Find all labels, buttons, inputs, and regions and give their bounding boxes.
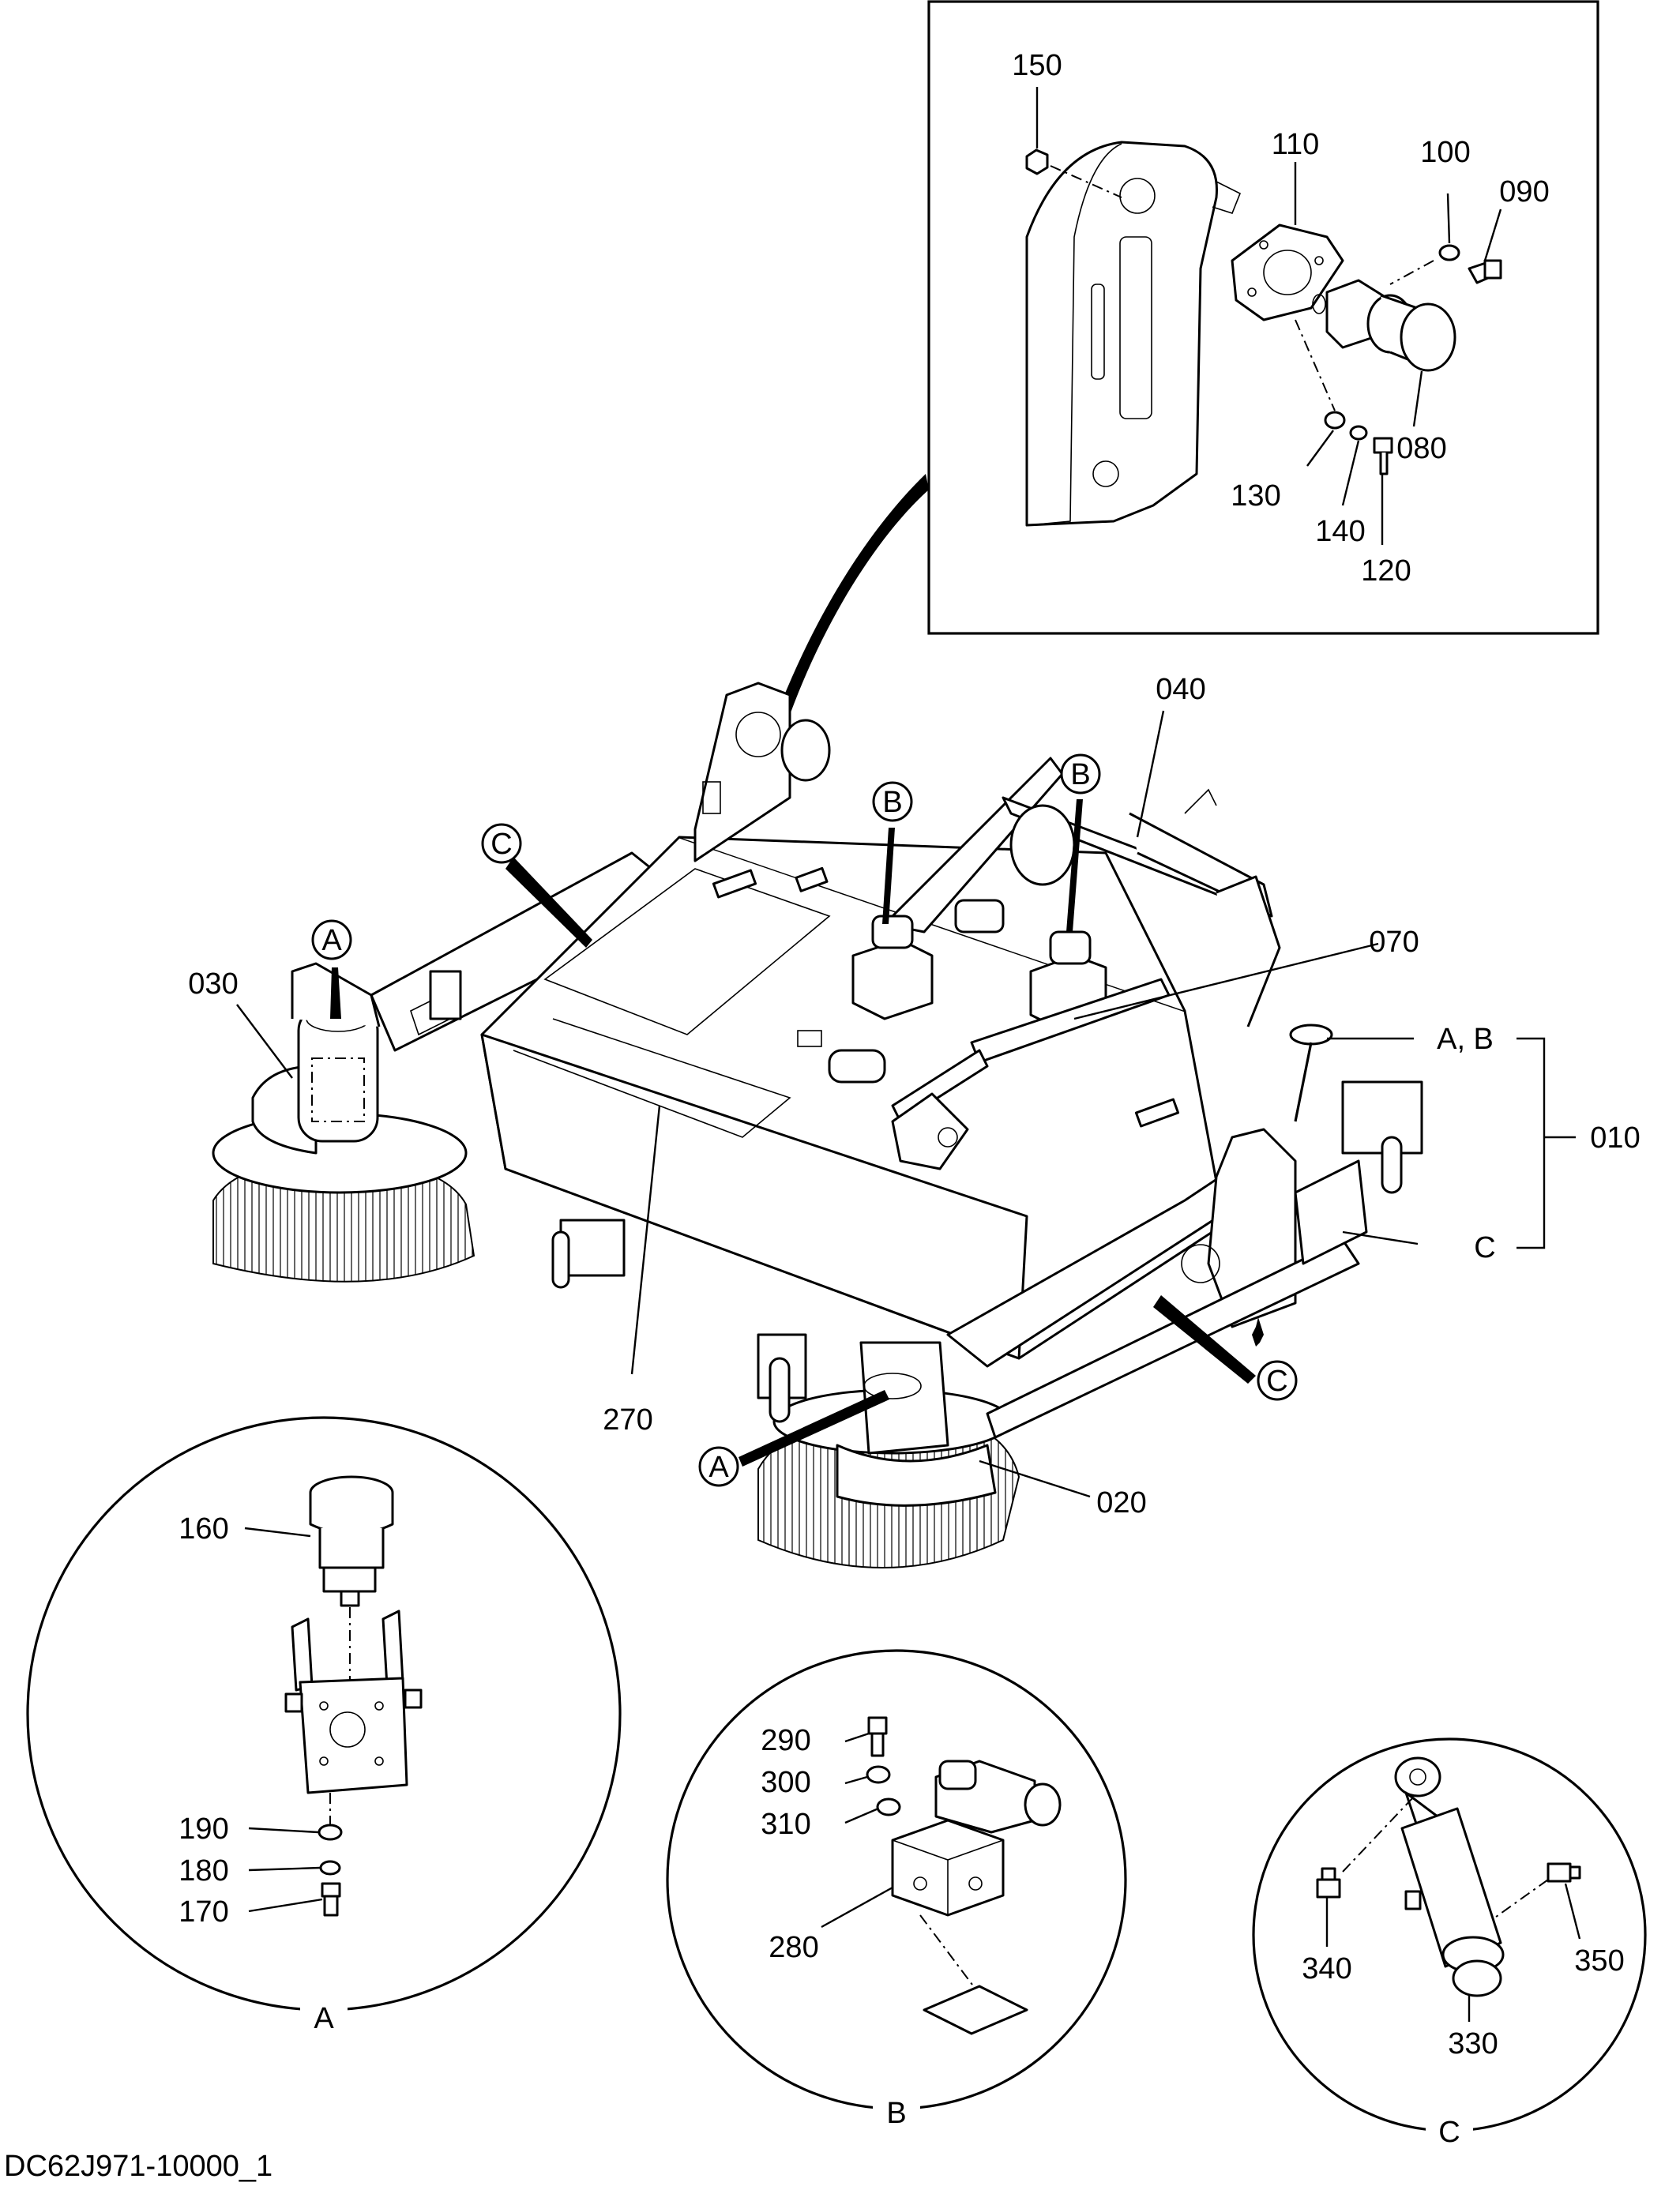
detail-a-title: A [314,2002,334,2035]
label-100: 100 [1420,136,1470,169]
bracket-plate [1025,141,1242,527]
label-300: 300 [761,1766,810,1799]
label-340: 340 [1302,1952,1351,1985]
label-010: 010 [1590,1121,1640,1155]
brush-lift-bracket [693,682,831,862]
grease-fitting [1289,1024,1333,1122]
svg-text:B: B [1070,758,1090,791]
right-brush-020 [757,1341,1020,1568]
label-350: 350 [1574,1944,1624,1978]
washer-100 [1438,244,1460,261]
washer-310 [876,1797,901,1816]
label-180: 180 [179,1854,228,1888]
lock-washer-140 [1349,425,1368,441]
sweeper-assembly: A C B B A C [188,673,1641,1568]
inset-pointer [778,474,929,715]
label-030: 030 [188,967,238,1001]
label-130: 130 [1231,479,1280,513]
detail-c-title: C [1438,2116,1460,2149]
grease-fitting-350 [1547,1862,1581,1883]
label-310: 310 [761,1808,810,1841]
callout-a-left: A [311,919,352,1019]
detail-b-title: B [886,2097,906,2130]
caster-left-front [551,1219,626,1289]
svg-text:C: C [490,828,512,861]
lock-washer-180 [319,1860,341,1876]
label-020: 020 [1096,1486,1146,1519]
brush-bracket [284,1610,423,1794]
washer-130 [1324,411,1346,430]
label-160: 160 [179,1512,228,1546]
gasket-plate [923,1985,1028,2035]
label-190: 190 [179,1812,228,1846]
callout-b-left: B [872,781,913,924]
bolt-290 [867,1716,888,1757]
side-panel [1294,1159,1368,1265]
washer-190 [318,1824,343,1841]
label-090: 090 [1499,175,1549,208]
caster-right [757,1333,807,1423]
caster-rear [1341,1080,1423,1194]
label-170: 170 [179,1895,228,1929]
inset-frame [927,0,1599,635]
callout-c-right: C [1153,1295,1298,1401]
bolt-120 [1373,437,1393,475]
bolt-170 [321,1882,341,1917]
nut-150 [1025,148,1049,175]
cylinder-330 [1394,1756,1505,1997]
callout-a-right: A [698,1390,889,1487]
grease-fitting-340 [1316,1867,1341,1899]
hydraulic-motor-080 [1312,279,1456,372]
callout-b-right: B [1060,753,1101,932]
motor-mount-inset: 150 110 100 090 080 130 140 120 [778,0,1599,715]
svg-text:C: C [1266,1365,1287,1398]
detail-a: 160 190 180 170 A [26,1416,622,2038]
label-290: 290 [761,1724,810,1757]
label-330: 330 [1448,2027,1498,2060]
label-040: 040 [1156,673,1205,706]
label-270: 270 [603,1403,652,1437]
lock-washer-300 [866,1765,891,1784]
label-ab: A, B [1437,1023,1494,1056]
svg-text:B: B [882,786,902,819]
label-150: 150 [1012,49,1062,82]
detail-b: 290 300 310 280 B [666,1649,1127,2132]
motor-160 [309,1475,394,1607]
callout-c-left: C [481,823,592,948]
label-140: 140 [1315,515,1365,548]
left-brush-030 [212,962,475,1283]
label-280: 280 [769,1931,818,1964]
label-070: 070 [1369,926,1419,959]
valve-block-left [851,915,934,1020]
detail-c: 340 350 330 C [1252,1737,1647,2151]
lift-frame-040 [883,757,1281,1027]
valve-block-280 [891,1819,1005,1917]
valve-block-right [954,899,1107,1032]
left-arm [370,851,673,1052]
label-c: C [1474,1231,1495,1264]
base-frame-bar [986,1238,1360,1439]
svg-text:A: A [321,924,342,957]
label-110: 110 [1272,128,1320,161]
bolt-090 [1468,259,1502,284]
svg-text:A: A [708,1451,729,1484]
lift-cylinder-070 [891,978,1171,1170]
drawing-code: DC62J971-10000_1 [4,2150,272,2183]
label-120: 120 [1361,554,1411,588]
solenoid-valve [934,1760,1062,1834]
label-080: 080 [1396,432,1446,465]
